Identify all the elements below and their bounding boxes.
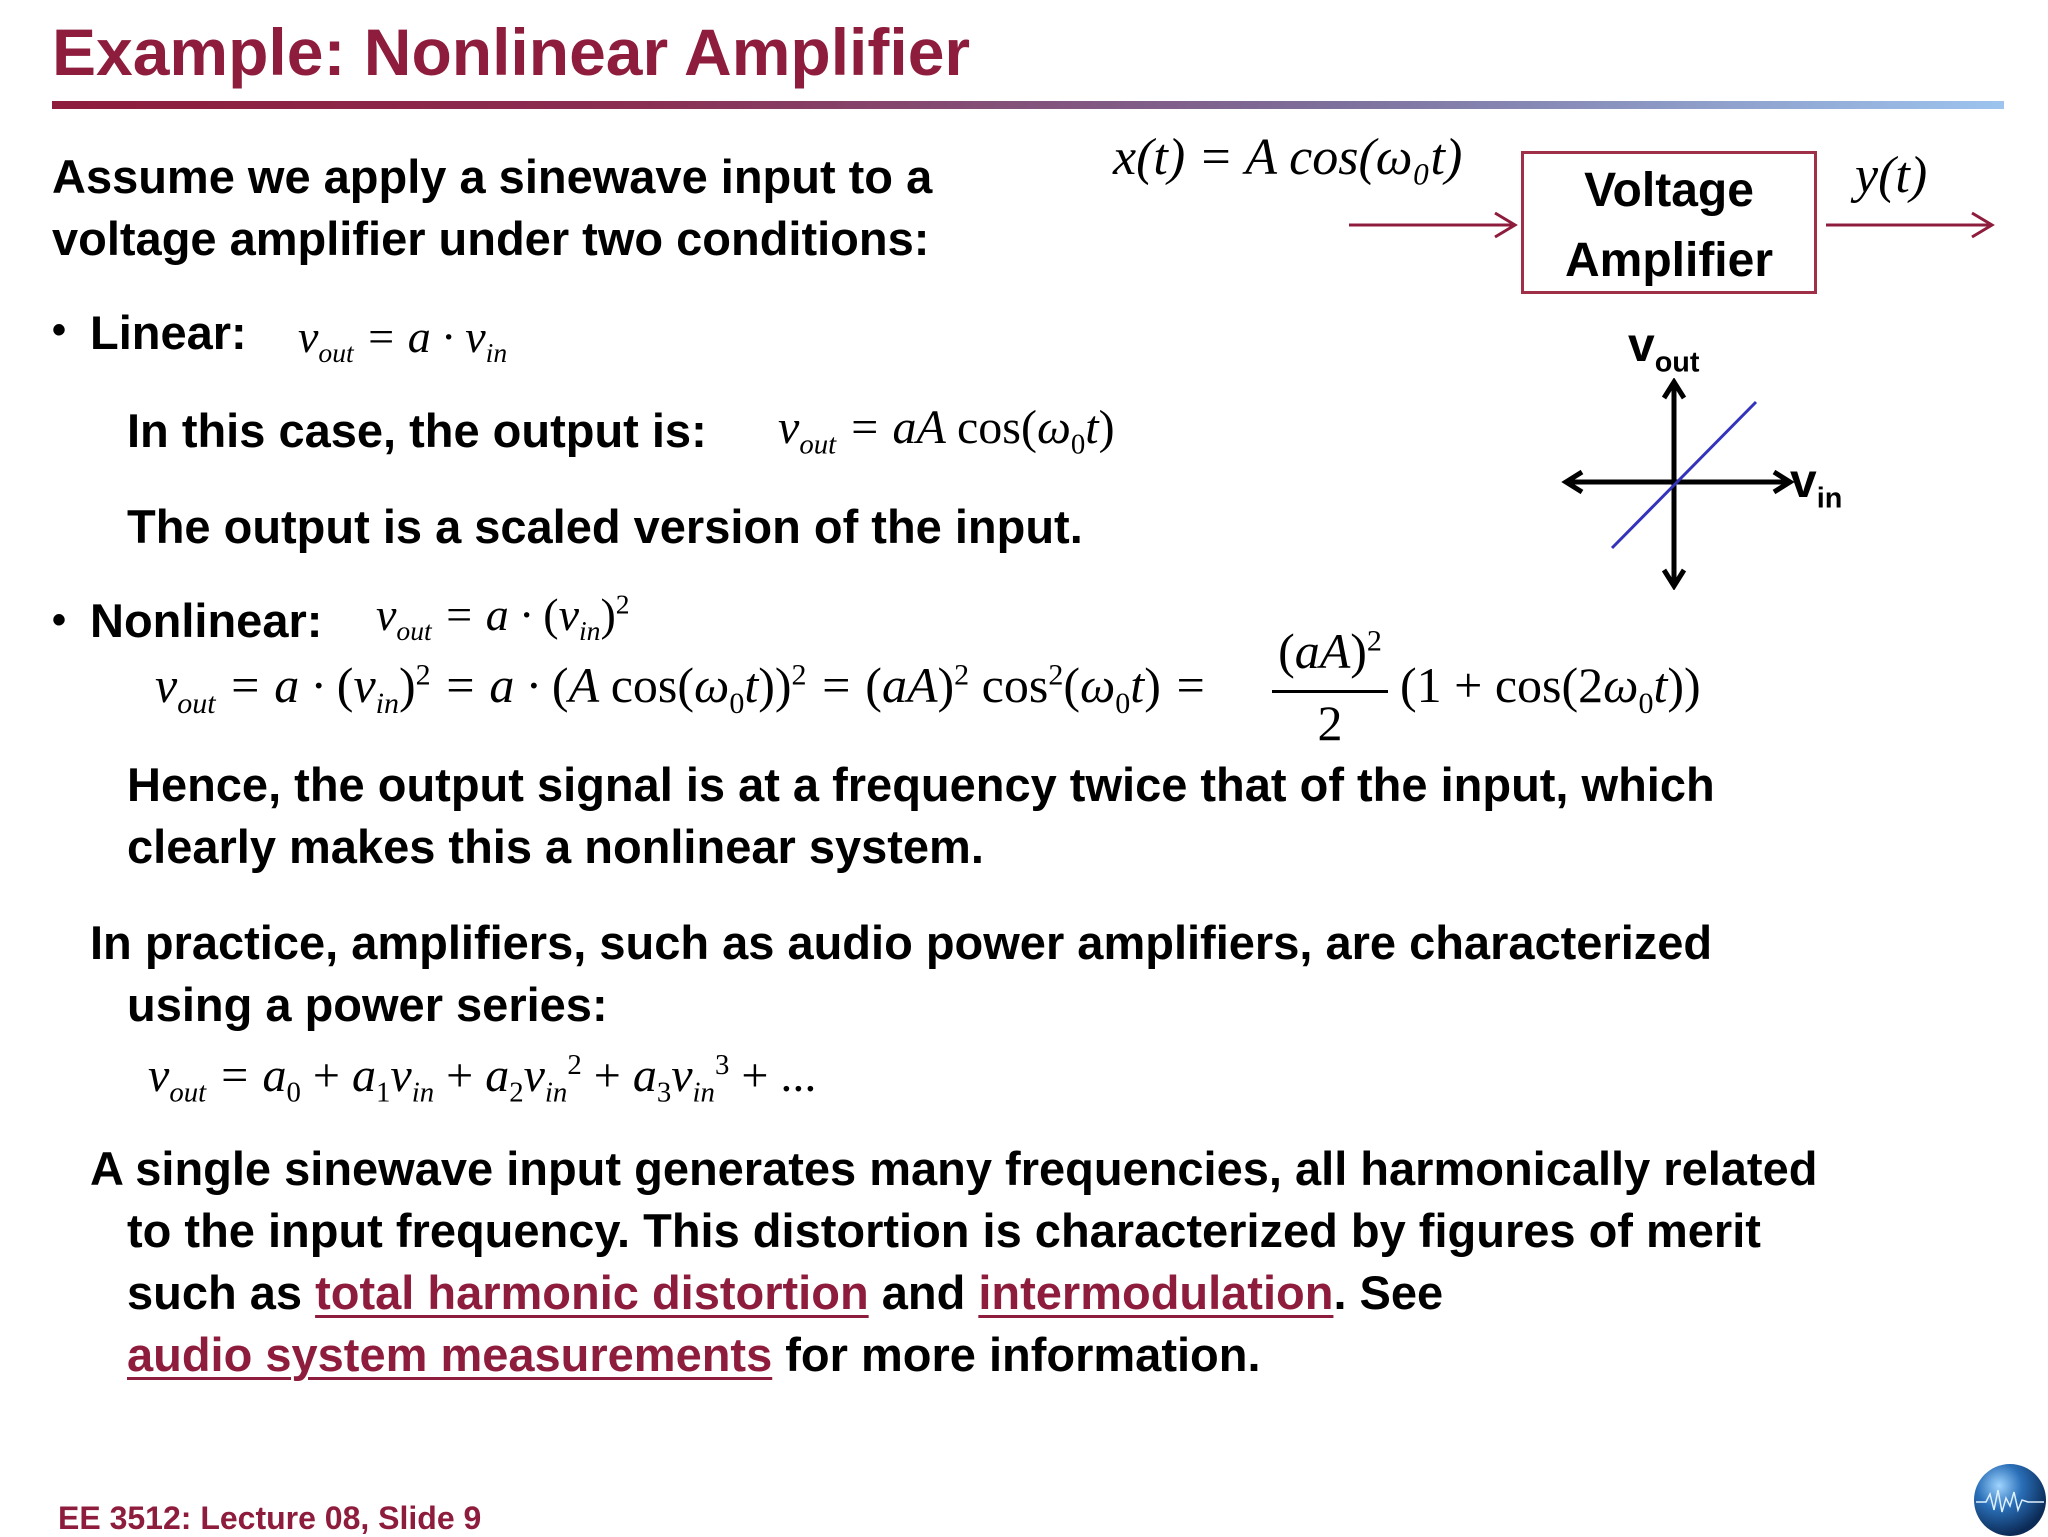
fraction-denominator: 2 [1317, 695, 1343, 751]
bullet-nonlinear: • [52, 598, 67, 642]
output-arrow [1826, 211, 1995, 239]
vout-axis-label: vout [1628, 319, 1700, 379]
summary-line-1: A single sinewave input generates many f… [90, 1142, 1818, 1195]
nonlinear-label: Nonlinear: [90, 594, 323, 647]
slide-title: Example: Nonlinear Amplifier [52, 15, 971, 89]
input-signal-text: x(t) = A cos(ω₀t) [1113, 129, 1463, 186]
globe-logo-icon [1974, 1464, 2046, 1536]
practice-line-1: In practice, amplifiers, such as audio p… [90, 916, 1713, 969]
practice-line-2: using a power series: [127, 978, 608, 1031]
summary-line-3: such as total harmonic distortion and in… [127, 1266, 1444, 1319]
transfer-characteristic-plot [1561, 378, 1795, 590]
input-signal-equation: x(t) = A cos(ω₀t) [1113, 128, 1462, 187]
summary-line-4: audio system measurements for more infor… [127, 1328, 1261, 1381]
amplifier-box-line-2: Amplifier [1564, 234, 1774, 287]
link-audio-system-measurements[interactable]: audio system measurements [127, 1328, 773, 1381]
fraction-bar [1272, 690, 1388, 693]
power-series-equation: vout = a0 + a1vin + a2vin2 + a3vin3 + ..… [148, 1049, 817, 1109]
input-arrow [1349, 211, 1518, 239]
nonlinear-conclusion-line-2: clearly makes this a nonlinear system. [127, 820, 984, 873]
nonlinear-expansion: vout = a · (vin)2 = a · (A cos(ω0t))2 = … [155, 657, 1208, 720]
nonlinear-expansion-tail: (1 + cos(2ω0t)) [1400, 657, 1701, 720]
linear-output-text: In this case, the output is: [127, 404, 707, 457]
summary-line-2: to the input frequency. This distortion … [127, 1204, 1761, 1257]
linear-output-equation: vout = aA cos(ω0t) [778, 401, 1115, 461]
voltage-amplifier-box: Voltage Amplifier [1521, 151, 1817, 294]
fraction-numerator: (aA)2 [1278, 623, 1382, 679]
intro-line-2: voltage amplifier under two conditions: [52, 212, 930, 265]
nonlinear-equation: vout = a · (vin)2 [376, 588, 630, 647]
link-total-harmonic-distortion[interactable]: total harmonic distortion [315, 1266, 869, 1319]
slide-footer: EE 3512: Lecture 08, Slide 9 [58, 1500, 482, 1536]
linear-transfer-line [1610, 400, 1758, 550]
output-signal-label: y(t) [1855, 147, 1928, 204]
linear-conclusion: The output is a scaled version of the in… [127, 500, 1083, 553]
vin-axis-label: vin [1790, 455, 1843, 515]
nonlinear-conclusion-line-1: Hence, the output signal is at a frequen… [127, 758, 1715, 811]
linear-equation: vout = a · vin [298, 311, 508, 369]
link-intermodulation[interactable]: intermodulation [978, 1266, 1334, 1319]
linear-label: Linear: [90, 306, 247, 359]
bullet-linear: • [52, 308, 67, 352]
title-rule [52, 101, 2004, 109]
amplifier-box-line-1: Voltage [1584, 164, 1754, 217]
intro-line-1: Assume we apply a sinewave input to a [52, 150, 933, 203]
